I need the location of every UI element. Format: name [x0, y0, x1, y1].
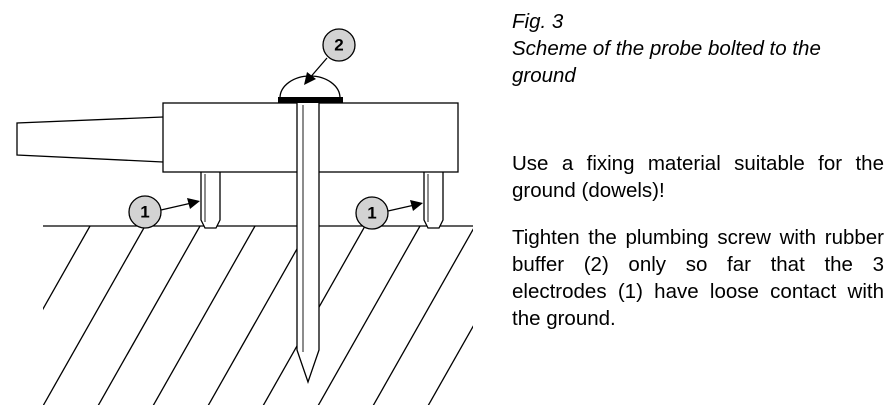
callout-2	[322, 28, 356, 62]
plumbing-screw	[296, 103, 320, 384]
ground-hatching	[43, 226, 473, 405]
callout-1-right-label: 1	[367, 204, 376, 223]
figure-caption-text: Scheme of the probe bolted to the ground	[512, 37, 821, 87]
probe-cable	[16, 116, 164, 163]
instruction-fixing-material: Use a fixing material suitable for the g…	[512, 152, 884, 202]
callout-1-right	[355, 196, 389, 230]
electrode-right	[423, 172, 444, 229]
screw-head	[278, 97, 343, 103]
instruction-tighten-screw: Tighten the plumbing screw with rubber b…	[512, 226, 884, 330]
callout-1-left	[128, 195, 162, 229]
callout-2-label: 2	[334, 36, 343, 55]
electrode-left	[200, 172, 221, 229]
figure-number: Fig. 3	[512, 10, 564, 33]
callout-1-left-label: 1	[140, 203, 149, 222]
probe-mounting-diagram: 1 1 2	[16, 28, 473, 405]
figure-caption: Fig. 3 Scheme of the probe bolted to the…	[512, 8, 882, 89]
